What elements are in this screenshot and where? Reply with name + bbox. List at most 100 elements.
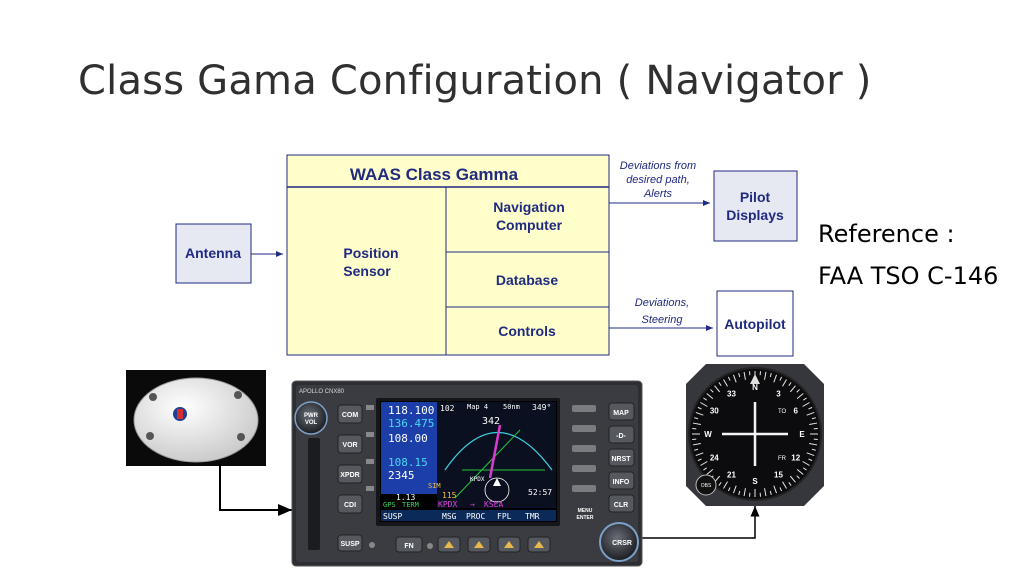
bearing: 349° xyxy=(532,403,551,412)
right-button-info[interactable]: INFO xyxy=(608,471,635,490)
compass-tick xyxy=(811,448,816,451)
compass-label: S xyxy=(752,477,758,486)
compass-tick xyxy=(806,452,815,457)
right-button-direct-to[interactable]: -D- xyxy=(608,425,635,444)
compass-tick xyxy=(773,374,778,383)
lubber-line xyxy=(750,374,760,384)
right-line-keys[interactable] xyxy=(572,405,596,492)
ground-speed: 115 xyxy=(442,491,457,500)
compass-tick xyxy=(796,468,804,475)
right-button-nrst[interactable]: NRST xyxy=(608,448,635,467)
compass-tick xyxy=(803,467,807,471)
navigation-computer-label-line2: Computer xyxy=(496,217,563,233)
left-button-susp[interactable]: SUSP xyxy=(337,534,363,552)
compass-tick xyxy=(738,373,741,378)
fn-button[interactable]: FN xyxy=(395,536,423,553)
right-button-map[interactable]: MAP xyxy=(608,402,635,421)
compass-label: 3 xyxy=(776,389,781,398)
svg-text:SUSP: SUSP xyxy=(340,541,359,548)
deviations-alerts-note-line1: Deviations from xyxy=(620,160,696,172)
pilot-displays-label-line2: Displays xyxy=(726,207,784,223)
database-label: Database xyxy=(496,272,558,288)
left-button-vor[interactable]: VOR xyxy=(337,434,363,454)
softkey-buttons[interactable] xyxy=(437,536,551,553)
left-button-xpdr[interactable]: XPDR xyxy=(337,464,363,484)
obs-knob[interactable] xyxy=(695,474,717,496)
compass-tick xyxy=(692,443,701,446)
gps-antenna-photo xyxy=(126,370,266,466)
pilot-displays-label-line1: Pilot xyxy=(740,189,771,205)
compass-tick xyxy=(723,379,728,387)
compass-tick xyxy=(718,382,722,386)
compass-tick xyxy=(779,376,783,381)
compass-tick xyxy=(692,422,701,425)
compass-tick xyxy=(695,411,704,416)
compass-tick xyxy=(782,481,787,489)
crsr-knob[interactable] xyxy=(599,522,639,562)
compass-tick xyxy=(710,389,714,393)
compass-tick xyxy=(788,382,792,386)
compass-label: 15 xyxy=(774,471,783,480)
fr-flag: FR xyxy=(778,456,787,462)
vor-active-freq: 108.00 xyxy=(388,432,428,445)
compass-tick xyxy=(727,376,731,381)
apollo-cnx80-unit: APOLLO CNX80 PWR VOL COM VOR XPDR CDI SU… xyxy=(291,380,643,567)
left-button-com[interactable]: COM xyxy=(337,404,363,424)
waas-box-title: WAAS Class Gamma xyxy=(350,165,519,184)
svg-text:CDI: CDI xyxy=(344,502,356,509)
softkey-susp: SUSP xyxy=(383,512,402,521)
compass-tick xyxy=(769,490,772,495)
svg-text:NRST: NRST xyxy=(611,456,631,463)
svg-text:-D-: -D- xyxy=(616,433,626,440)
mode-gps: GPS xyxy=(383,501,396,509)
softkey-tmr: TMR xyxy=(525,512,540,521)
autopilot-box: Autopilot xyxy=(716,290,794,357)
antenna-box: Antenna xyxy=(175,223,252,284)
map-range: 50nm xyxy=(503,403,520,411)
deviations-steering-note-line1: Deviations, xyxy=(635,297,689,309)
autopilot-label: Autopilot xyxy=(724,316,786,332)
compass-tick xyxy=(697,406,702,410)
to-flag: TO xyxy=(778,409,787,415)
compass-label: 24 xyxy=(710,454,719,463)
crsr-label: CRSR xyxy=(612,540,632,547)
vor-standby-freq: 108.15 xyxy=(388,456,428,469)
card-slot xyxy=(308,438,320,550)
compass-tick xyxy=(802,402,810,407)
vol-label: VOL xyxy=(305,420,318,426)
pilot-displays-box: Pilot Displays xyxy=(713,170,798,242)
compass-tick xyxy=(700,402,708,407)
compass-tick xyxy=(743,488,746,497)
compass-tick xyxy=(788,482,792,486)
left-button-cdi[interactable]: CDI xyxy=(337,494,363,514)
deviations-steering-note-line2: Steering xyxy=(642,314,684,326)
navigator-screen: 118.100 136.475 108.00 108.15 2345 1.13 … xyxy=(380,401,557,522)
compass-tick xyxy=(806,411,815,416)
svg-text:FN: FN xyxy=(404,543,413,550)
softkey-proc: PROC xyxy=(466,512,485,521)
deviations-alerts-note-line2: desired path, xyxy=(626,174,690,186)
slide-title: Class Gama Configuration ( Navigator ) xyxy=(78,58,872,104)
right-button-clr[interactable]: CLR xyxy=(608,494,635,513)
airport-label: KPDX xyxy=(470,476,485,483)
svg-text:INFO: INFO xyxy=(613,479,630,486)
navigation-computer-label-line1: Navigation xyxy=(493,199,565,215)
compass-tick xyxy=(764,371,767,380)
compass-tick xyxy=(808,458,813,462)
compass-tick xyxy=(727,487,731,492)
compass-tick xyxy=(703,467,707,471)
route-arrow: → xyxy=(470,500,475,509)
menu-enter-button[interactable]: MENU ENTER xyxy=(577,508,594,521)
waas-class-gamma-box: WAAS Class Gamma Position Sensor Navigat… xyxy=(286,154,610,356)
compass-tick xyxy=(738,490,741,495)
compass-label: 30 xyxy=(710,407,719,416)
compass-tick xyxy=(700,461,708,466)
softkey-fpl: FPL xyxy=(497,512,512,521)
com-active-freq: 118.100 xyxy=(388,404,434,417)
compass-tick xyxy=(782,379,787,387)
compass-tick xyxy=(743,371,746,380)
pwr-vol-knob[interactable] xyxy=(294,401,328,435)
compass-label: 12 xyxy=(791,454,800,463)
reference-document: FAA TSO C-146 xyxy=(818,262,999,290)
softkey-msg: MSG xyxy=(442,512,457,521)
